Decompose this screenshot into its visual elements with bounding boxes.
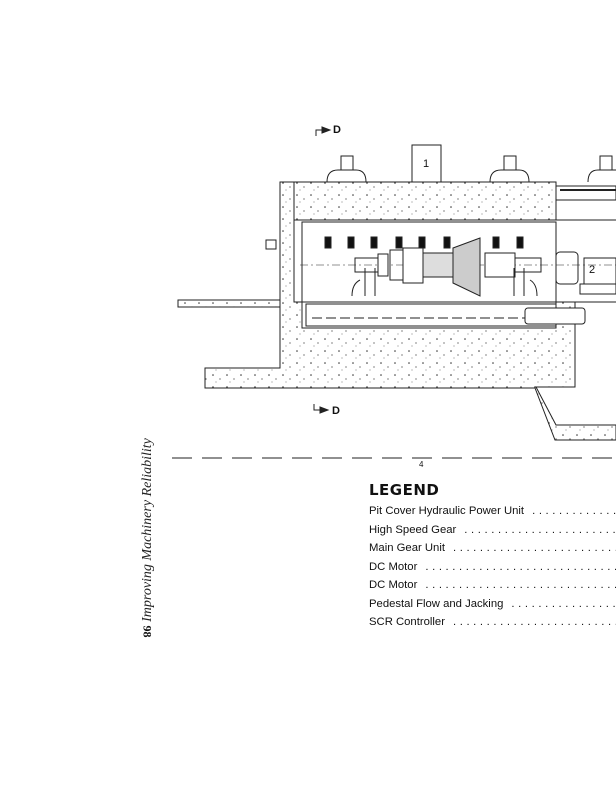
legend-item: SCR Controller..........................…	[369, 613, 616, 632]
vent-blocks	[324, 236, 524, 249]
pit-cover-slab	[293, 181, 557, 221]
callout-2: 2	[589, 264, 595, 276]
right-structure	[555, 185, 616, 303]
leader-dots: ........................................…	[425, 560, 616, 573]
leader-dots: ........................................…	[425, 579, 616, 591]
leader-dots: ........................................…	[452, 542, 616, 554]
callout-1: 1	[423, 158, 429, 170]
legend-item: High Speed Gear.........................…	[369, 521, 616, 540]
turbine-rotor	[300, 237, 616, 297]
legend-item: DC Motor................................…	[369, 576, 616, 595]
lifting-lugs	[326, 155, 616, 183]
legend-item: DC Motor................................…	[369, 558, 616, 577]
leader-dots: ........................................…	[464, 523, 616, 536]
legend-item: Pit Cover Hydraulic Power Unit..........…	[369, 502, 616, 521]
callout-box-1	[411, 144, 442, 183]
section-label-bottom: D	[332, 405, 340, 417]
jacking-trench	[305, 303, 557, 327]
concrete-foundation	[204, 181, 616, 441]
section-label-top: D	[333, 124, 341, 136]
legend: LEGEND Pit Cover Hydraulic Power Unit...…	[369, 481, 616, 632]
legend-item: Main Gear Unit..........................…	[369, 539, 616, 558]
leader-dots: ........................................…	[532, 505, 616, 517]
legend-item: Pedestal Flow and Jacking...............…	[369, 595, 616, 614]
legend-title: LEGEND	[369, 481, 440, 499]
ground-strip	[177, 299, 281, 308]
section-marker-top	[315, 126, 332, 136]
leader-dots: ........................................…	[511, 597, 616, 610]
running-head-title: Improving Machinery Reliability	[140, 438, 155, 622]
callout-4: 4	[419, 460, 424, 469]
leader-dots: ........................................…	[452, 616, 616, 628]
page-number: 98	[140, 625, 155, 638]
section-marker-bottom	[313, 404, 330, 414]
